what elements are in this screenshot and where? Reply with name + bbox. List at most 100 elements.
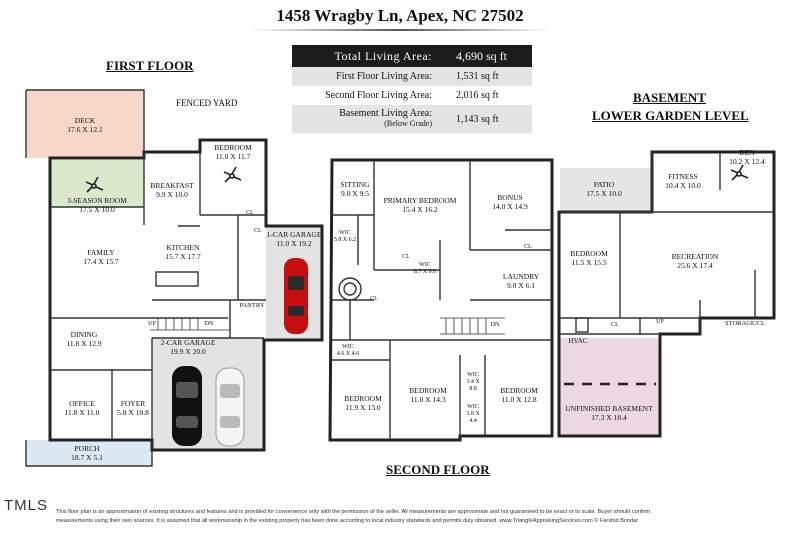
stairs-up-label: UP: [656, 319, 664, 325]
room-dim: 11.0 X 19.2: [276, 239, 312, 248]
patio-fill: [560, 168, 652, 212]
room-dim: 8.7 X 9.6: [413, 269, 437, 275]
room-name: PATIO: [593, 180, 615, 189]
total-living-area-row: Total Living Area: 4,690 sq ft: [292, 45, 532, 67]
total-label: Total Living Area:: [334, 48, 432, 63]
room-dim: 9.0 X 6.1: [507, 281, 535, 290]
room-dim: 11.8 X 11.0: [64, 408, 100, 417]
basement-sublabel: (Below Grade): [384, 119, 432, 128]
room-name: 1-CAR GARAGE: [266, 230, 322, 239]
room-dim: 17.3 X 18.4: [591, 413, 627, 422]
room-name: DECK: [74, 116, 96, 125]
room-name: DEN: [739, 148, 755, 157]
room-storage: STORAGE/CL: [725, 319, 765, 328]
three-season-fill: [50, 160, 144, 207]
first-floor-label: First Floor Living Area:: [336, 71, 432, 82]
second-floor-heading: SECOND FLOOR: [386, 462, 490, 477]
room-name: BEDROOM: [409, 386, 447, 395]
room-dim: 3.8 X 4.4: [466, 411, 480, 424]
room-name: WIC: [419, 262, 431, 268]
second-floor-area-row: Second Floor Living Area: 2,016 sq ft: [292, 86, 532, 105]
basement-heading: BASEMENT: [633, 90, 706, 105]
room-name: SITTING: [340, 180, 370, 189]
property-address: 1458 Wragby Ln, Apex, NC 27502: [276, 6, 524, 25]
room-name: WIC: [467, 372, 479, 378]
room-name: OFFICE: [69, 399, 95, 408]
room-name: STORAGE/CL: [725, 320, 765, 327]
room-name: RECREATION: [671, 252, 719, 261]
living-area-table: Total Living Area: 4,690 sq ft First Flo…: [292, 45, 532, 133]
red-car-icon: [284, 258, 308, 334]
second-floor-label: Second Floor Living Area:: [325, 90, 432, 101]
room-dim: 18.7 X 5.1: [71, 453, 103, 462]
tmls-logo: TMLS: [4, 497, 49, 514]
total-value: 4,690 sq ft: [456, 48, 507, 63]
first-floor-heading: FIRST FLOOR: [106, 58, 194, 73]
deck-fill: [26, 90, 144, 158]
ceiling-fan-icons: [85, 164, 749, 193]
basement-label-wrap: Basement Living Area: (Below Grade): [292, 109, 440, 129]
room-dim: 17.4 X 15.7: [83, 257, 119, 266]
second-floor-value: 2,016 sq ft: [456, 90, 499, 101]
room-dim: 11.5 X 15.5: [571, 258, 607, 267]
room-name: PANTRY: [239, 302, 265, 309]
room-dim: 11.8 X 12.9: [66, 339, 102, 348]
room-name: 3-SEASON ROOM: [67, 196, 127, 205]
room-name: BEDROOM: [214, 143, 252, 152]
room-dim: 5.8 X 6.2: [333, 237, 357, 243]
porch-fill: [26, 440, 152, 466]
stairs-up-label: UP: [148, 321, 156, 327]
room-name: BONUS: [497, 193, 523, 202]
closet-label: CL: [611, 322, 619, 328]
room-name: LAUNDRY: [502, 272, 540, 281]
room-dim: 11.0 X 12.8: [501, 395, 537, 404]
fenced-yard-label: FENCED YARD: [176, 98, 238, 108]
room-dim: 5.8 X 10.8: [117, 408, 149, 417]
room-dim: 3.4 X 8.8: [466, 379, 480, 392]
room-name: BEDROOM: [570, 249, 608, 258]
room-name: DINING: [70, 330, 98, 339]
room-dim: 15.4 X 16.2: [402, 205, 438, 214]
room-name: FOYER: [120, 399, 146, 408]
room-dim: 4.6 X 4.6: [336, 351, 360, 357]
closet-label: CL: [254, 228, 262, 234]
room-pantry: PANTRY: [239, 301, 264, 310]
room-dim: 17.5 X 10.0: [79, 205, 115, 214]
closet-label: CL: [524, 244, 532, 250]
stairs-down-label: DN: [490, 322, 500, 328]
room-dim: 11.9 X 13.0: [345, 403, 381, 412]
room-dim: 17.6 X 12.1: [67, 125, 103, 134]
black-car-icon: [172, 366, 202, 446]
unfinished-basement-fill: [559, 338, 660, 436]
room-dim: 25.6 X 17.4: [677, 261, 713, 270]
room-name: KITCHEN: [166, 243, 200, 252]
room-dim: 10.2 X 12.4: [729, 157, 765, 166]
room-name: PORCH: [74, 444, 100, 453]
room-dim: 11.0 X 11.7: [215, 152, 251, 161]
room-name: 2-CAR GARAGE: [160, 338, 216, 347]
first-floor-value: 1,531 sq ft: [456, 71, 499, 82]
